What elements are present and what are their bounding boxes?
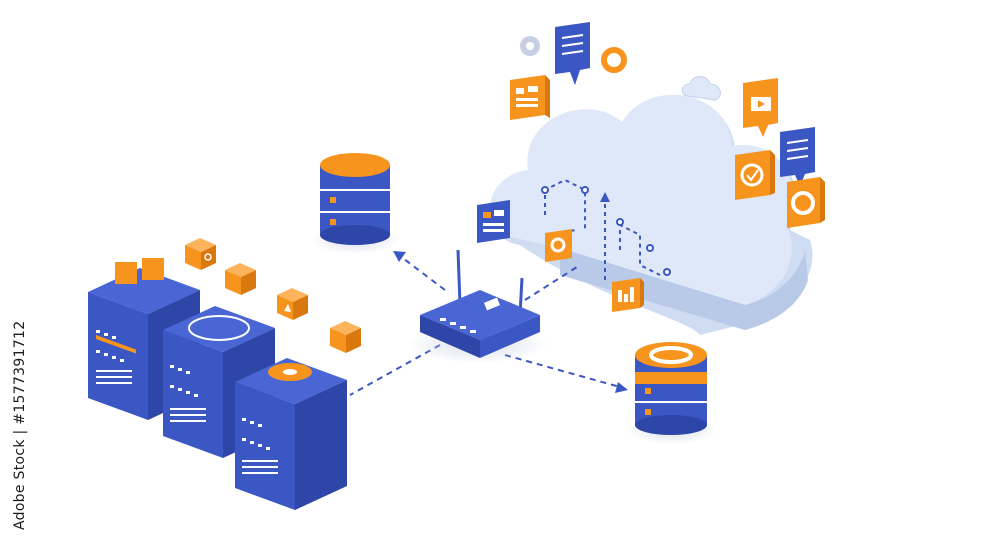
- settings-icon: [545, 229, 572, 262]
- gear-icon: [520, 36, 540, 56]
- circle-icon: [787, 177, 825, 228]
- document-icon: [510, 75, 550, 120]
- cube: [330, 321, 361, 353]
- chat-icon: [555, 22, 590, 85]
- arrow-icon: [615, 382, 628, 393]
- router-leds: [440, 318, 476, 333]
- network-links: [349, 255, 621, 396]
- cube: [225, 263, 256, 295]
- cloud: [490, 94, 813, 336]
- checkmark-icon: [735, 150, 775, 200]
- arrow-icon: [393, 251, 406, 262]
- chart-icon: [612, 278, 644, 312]
- video-icon: [743, 78, 778, 137]
- database-top: [310, 153, 400, 254]
- server-rack-3: [235, 358, 347, 510]
- database-bottom: [627, 342, 717, 444]
- upload-arrow-icon: [600, 192, 610, 202]
- cube: [277, 288, 308, 320]
- data-cubes: [185, 238, 361, 353]
- router: [408, 249, 548, 363]
- chat-icon: [780, 127, 815, 186]
- cloud-circuit-nodes: [541, 186, 671, 276]
- cloud-icon: [681, 76, 721, 101]
- circle-icon: [601, 47, 627, 73]
- stock-watermark: Adobe Stock | #1577391712: [12, 320, 28, 530]
- cube: [185, 238, 216, 270]
- chart-icon: [477, 200, 510, 243]
